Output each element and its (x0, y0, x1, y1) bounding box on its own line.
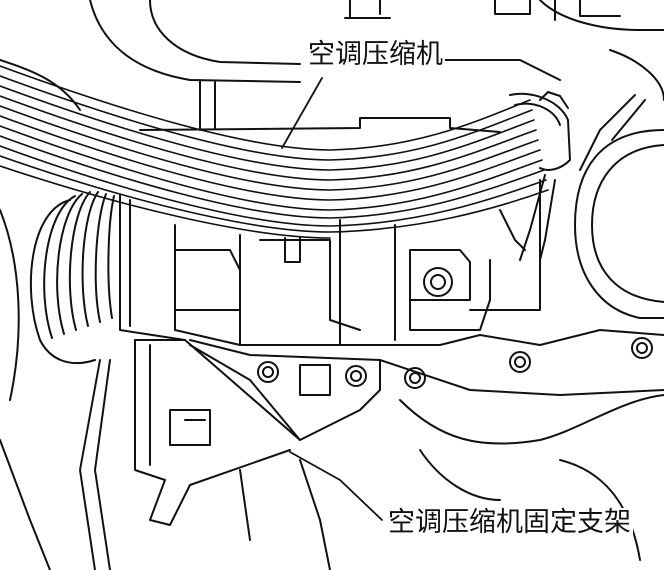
compressor-body (119, 117, 541, 346)
engine-lower-detail (79, 329, 664, 570)
compressor-bracket (134, 339, 381, 526)
harness-connector (499, 91, 646, 261)
leader-lines (281, 77, 383, 521)
compressor-pulley (29, 191, 115, 365)
bracket-callout: 空调压缩机固定支架 (386, 507, 633, 538)
wiring-harness (0, 65, 549, 239)
engine-cover-right (574, 129, 664, 319)
compressor-callout: 空调压缩机 (306, 39, 445, 70)
